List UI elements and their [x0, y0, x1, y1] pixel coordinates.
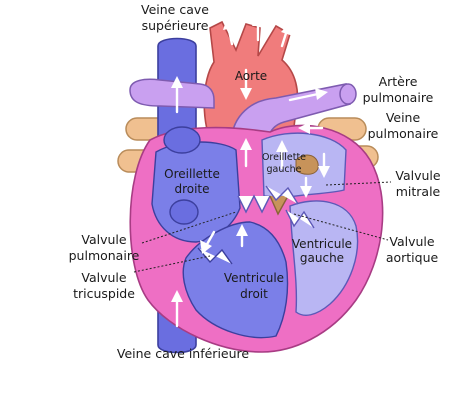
label-art-pulm-1: Artère	[379, 74, 418, 89]
label-or-droite-1: Oreillette	[164, 167, 220, 181]
label-valv-pulm-2: pulmonaire	[69, 248, 140, 263]
label-valv-mitrale-2: mitrale	[396, 184, 441, 199]
label-or-gauche-1: Oreillette	[262, 152, 306, 163]
label-valv-aortique-2: aortique	[386, 250, 439, 265]
label-vent-droit-2: droit	[240, 287, 268, 301]
label-vent-gauche-1: Ventricule	[292, 237, 352, 251]
label-vci: Veine cave inférieure	[117, 346, 249, 361]
label-aorte: Aorte	[235, 69, 267, 83]
label-or-gauche-2: gauche	[267, 164, 302, 175]
label-valv-tric-1: Valvule	[81, 270, 127, 285]
label-vent-droit-1: Ventricule	[224, 271, 284, 285]
label-valv-aortique-1: Valvule	[389, 234, 435, 249]
label-vein-pulm-2: pulmonaire	[368, 126, 439, 141]
right-atrium	[151, 126, 241, 243]
left-ventricle	[289, 200, 359, 316]
label-valv-mitrale-1: Valvule	[395, 168, 441, 183]
label-valv-pulm-1: Valvule	[81, 232, 127, 247]
label-art-pulm-2: pulmonaire	[363, 90, 434, 105]
label-vein-pulm-1: Veine	[386, 110, 421, 125]
valves	[197, 185, 315, 265]
label-vent-gauche-2: gauche	[300, 251, 344, 265]
label-or-droite-2: droite	[174, 182, 209, 196]
label-svc-1: Veine cave	[141, 2, 209, 17]
label-svc-2: supérieure	[142, 18, 209, 33]
label-valv-tric-2: tricuspide	[73, 286, 135, 301]
leader-lines	[133, 181, 392, 273]
flow-arrows	[171, 14, 330, 328]
right-ventricle	[182, 221, 289, 339]
